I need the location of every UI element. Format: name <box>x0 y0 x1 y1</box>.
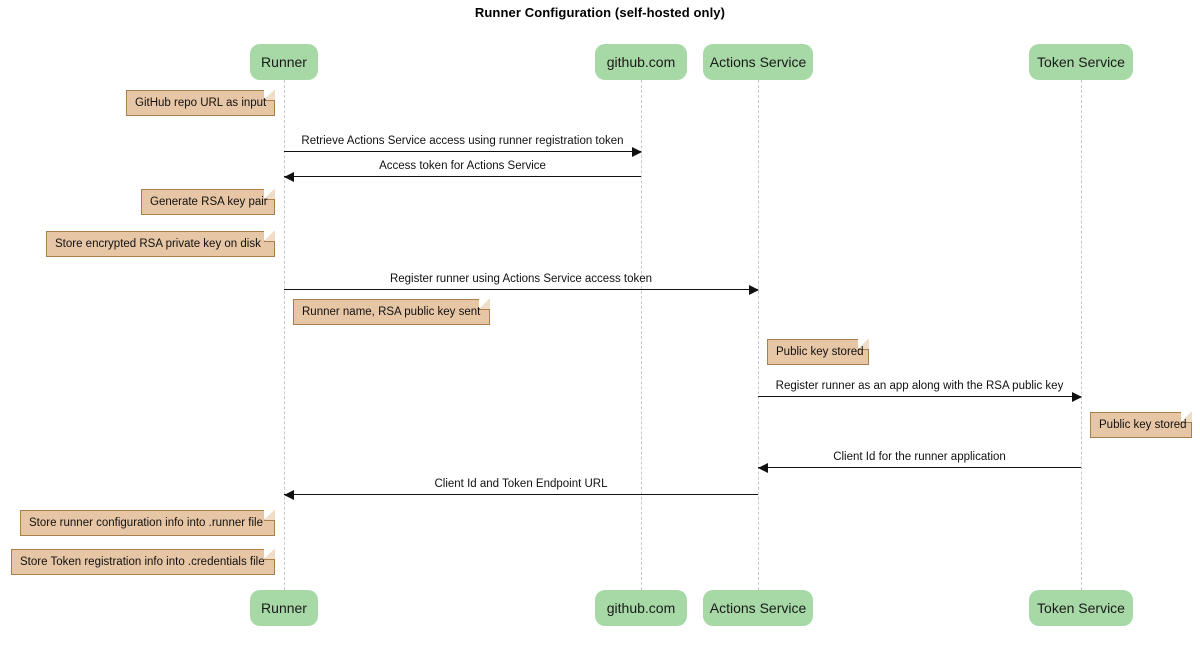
message-label-m6: Client Id and Token Endpoint URL <box>434 478 608 490</box>
message-line-m4 <box>758 396 1081 397</box>
message-line-m3 <box>284 289 758 290</box>
message-label-m4: Register runner as an app along with the… <box>775 380 1064 392</box>
message-label-m2: Access token for Actions Service <box>379 160 546 172</box>
participant-actions-top[interactable]: Actions Service <box>703 44 813 80</box>
page-title: Runner Configuration (self-hosted only) <box>474 5 726 20</box>
message-line-m2 <box>284 176 641 177</box>
message-label-m5: Client Id for the runner application <box>833 451 1006 463</box>
arrowhead-m5 <box>758 463 768 473</box>
participant-label: github.com <box>606 600 676 616</box>
note-fold-corner-icon <box>264 509 275 521</box>
arrowhead-m6 <box>284 490 294 500</box>
lifeline-actions <box>758 80 759 590</box>
participant-label: Runner <box>261 600 307 616</box>
participant-label: github.com <box>606 54 676 70</box>
note-text: Public key stored <box>1099 419 1187 431</box>
note-n2: Generate RSA key pair <box>141 188 275 215</box>
message-line-m1 <box>284 151 641 152</box>
note-text: Store runner configuration info into .ru… <box>29 517 263 529</box>
note-fold-corner-icon <box>858 338 869 350</box>
participant-label: Actions Service <box>709 600 807 616</box>
note-fold-corner-icon <box>264 188 275 200</box>
participant-label: Actions Service <box>709 54 807 70</box>
arrowhead-m4 <box>1072 392 1082 402</box>
note-n7: Store runner configuration info into .ru… <box>20 509 275 536</box>
arrowhead-m2 <box>284 172 294 182</box>
lifeline-github <box>641 80 642 590</box>
note-fold-corner-icon <box>264 89 275 101</box>
participant-runner-top[interactable]: Runner <box>250 44 318 80</box>
participant-token-top[interactable]: Token Service <box>1029 44 1133 80</box>
participant-token-bottom[interactable]: Token Service <box>1029 590 1133 626</box>
note-n4: Runner name, RSA public key sent <box>293 298 490 325</box>
participant-runner-bottom[interactable]: Runner <box>250 590 318 626</box>
note-n6: Public key stored <box>1090 411 1192 438</box>
message-line-m5 <box>758 467 1081 468</box>
arrowhead-m1 <box>632 147 642 157</box>
note-text: Runner name, RSA public key sent <box>302 306 481 318</box>
note-text: Public key stored <box>776 346 864 358</box>
note-fold-corner-icon <box>264 230 275 242</box>
note-n3: Store encrypted RSA private key on disk <box>46 230 275 257</box>
participant-actions-bottom[interactable]: Actions Service <box>703 590 813 626</box>
note-fold-corner-icon <box>264 548 275 560</box>
participant-github-bottom[interactable]: github.com <box>595 590 687 626</box>
note-fold-corner-icon <box>1181 411 1192 423</box>
note-fold-corner-icon <box>479 298 490 310</box>
note-text: Generate RSA key pair <box>150 196 268 208</box>
participant-label: Runner <box>261 54 307 70</box>
note-text: GitHub repo URL as input <box>135 97 267 109</box>
participant-github-top[interactable]: github.com <box>595 44 687 80</box>
arrowhead-m3 <box>749 285 759 295</box>
note-text: Store encrypted RSA private key on disk <box>55 238 261 250</box>
participant-label: Token Service <box>1037 54 1125 70</box>
note-text: Store Token registration info into .cred… <box>20 556 265 568</box>
lifeline-token <box>1081 80 1082 590</box>
message-label-m1: Retrieve Actions Service access using ru… <box>301 135 624 147</box>
note-n5: Public key stored <box>767 338 869 365</box>
note-n8: Store Token registration info into .cred… <box>11 548 275 575</box>
message-label-m3: Register runner using Actions Service ac… <box>389 273 653 285</box>
note-n1: GitHub repo URL as input <box>126 89 275 116</box>
message-line-m6 <box>284 494 758 495</box>
lifeline-runner <box>284 80 285 590</box>
participant-label: Token Service <box>1037 600 1125 616</box>
